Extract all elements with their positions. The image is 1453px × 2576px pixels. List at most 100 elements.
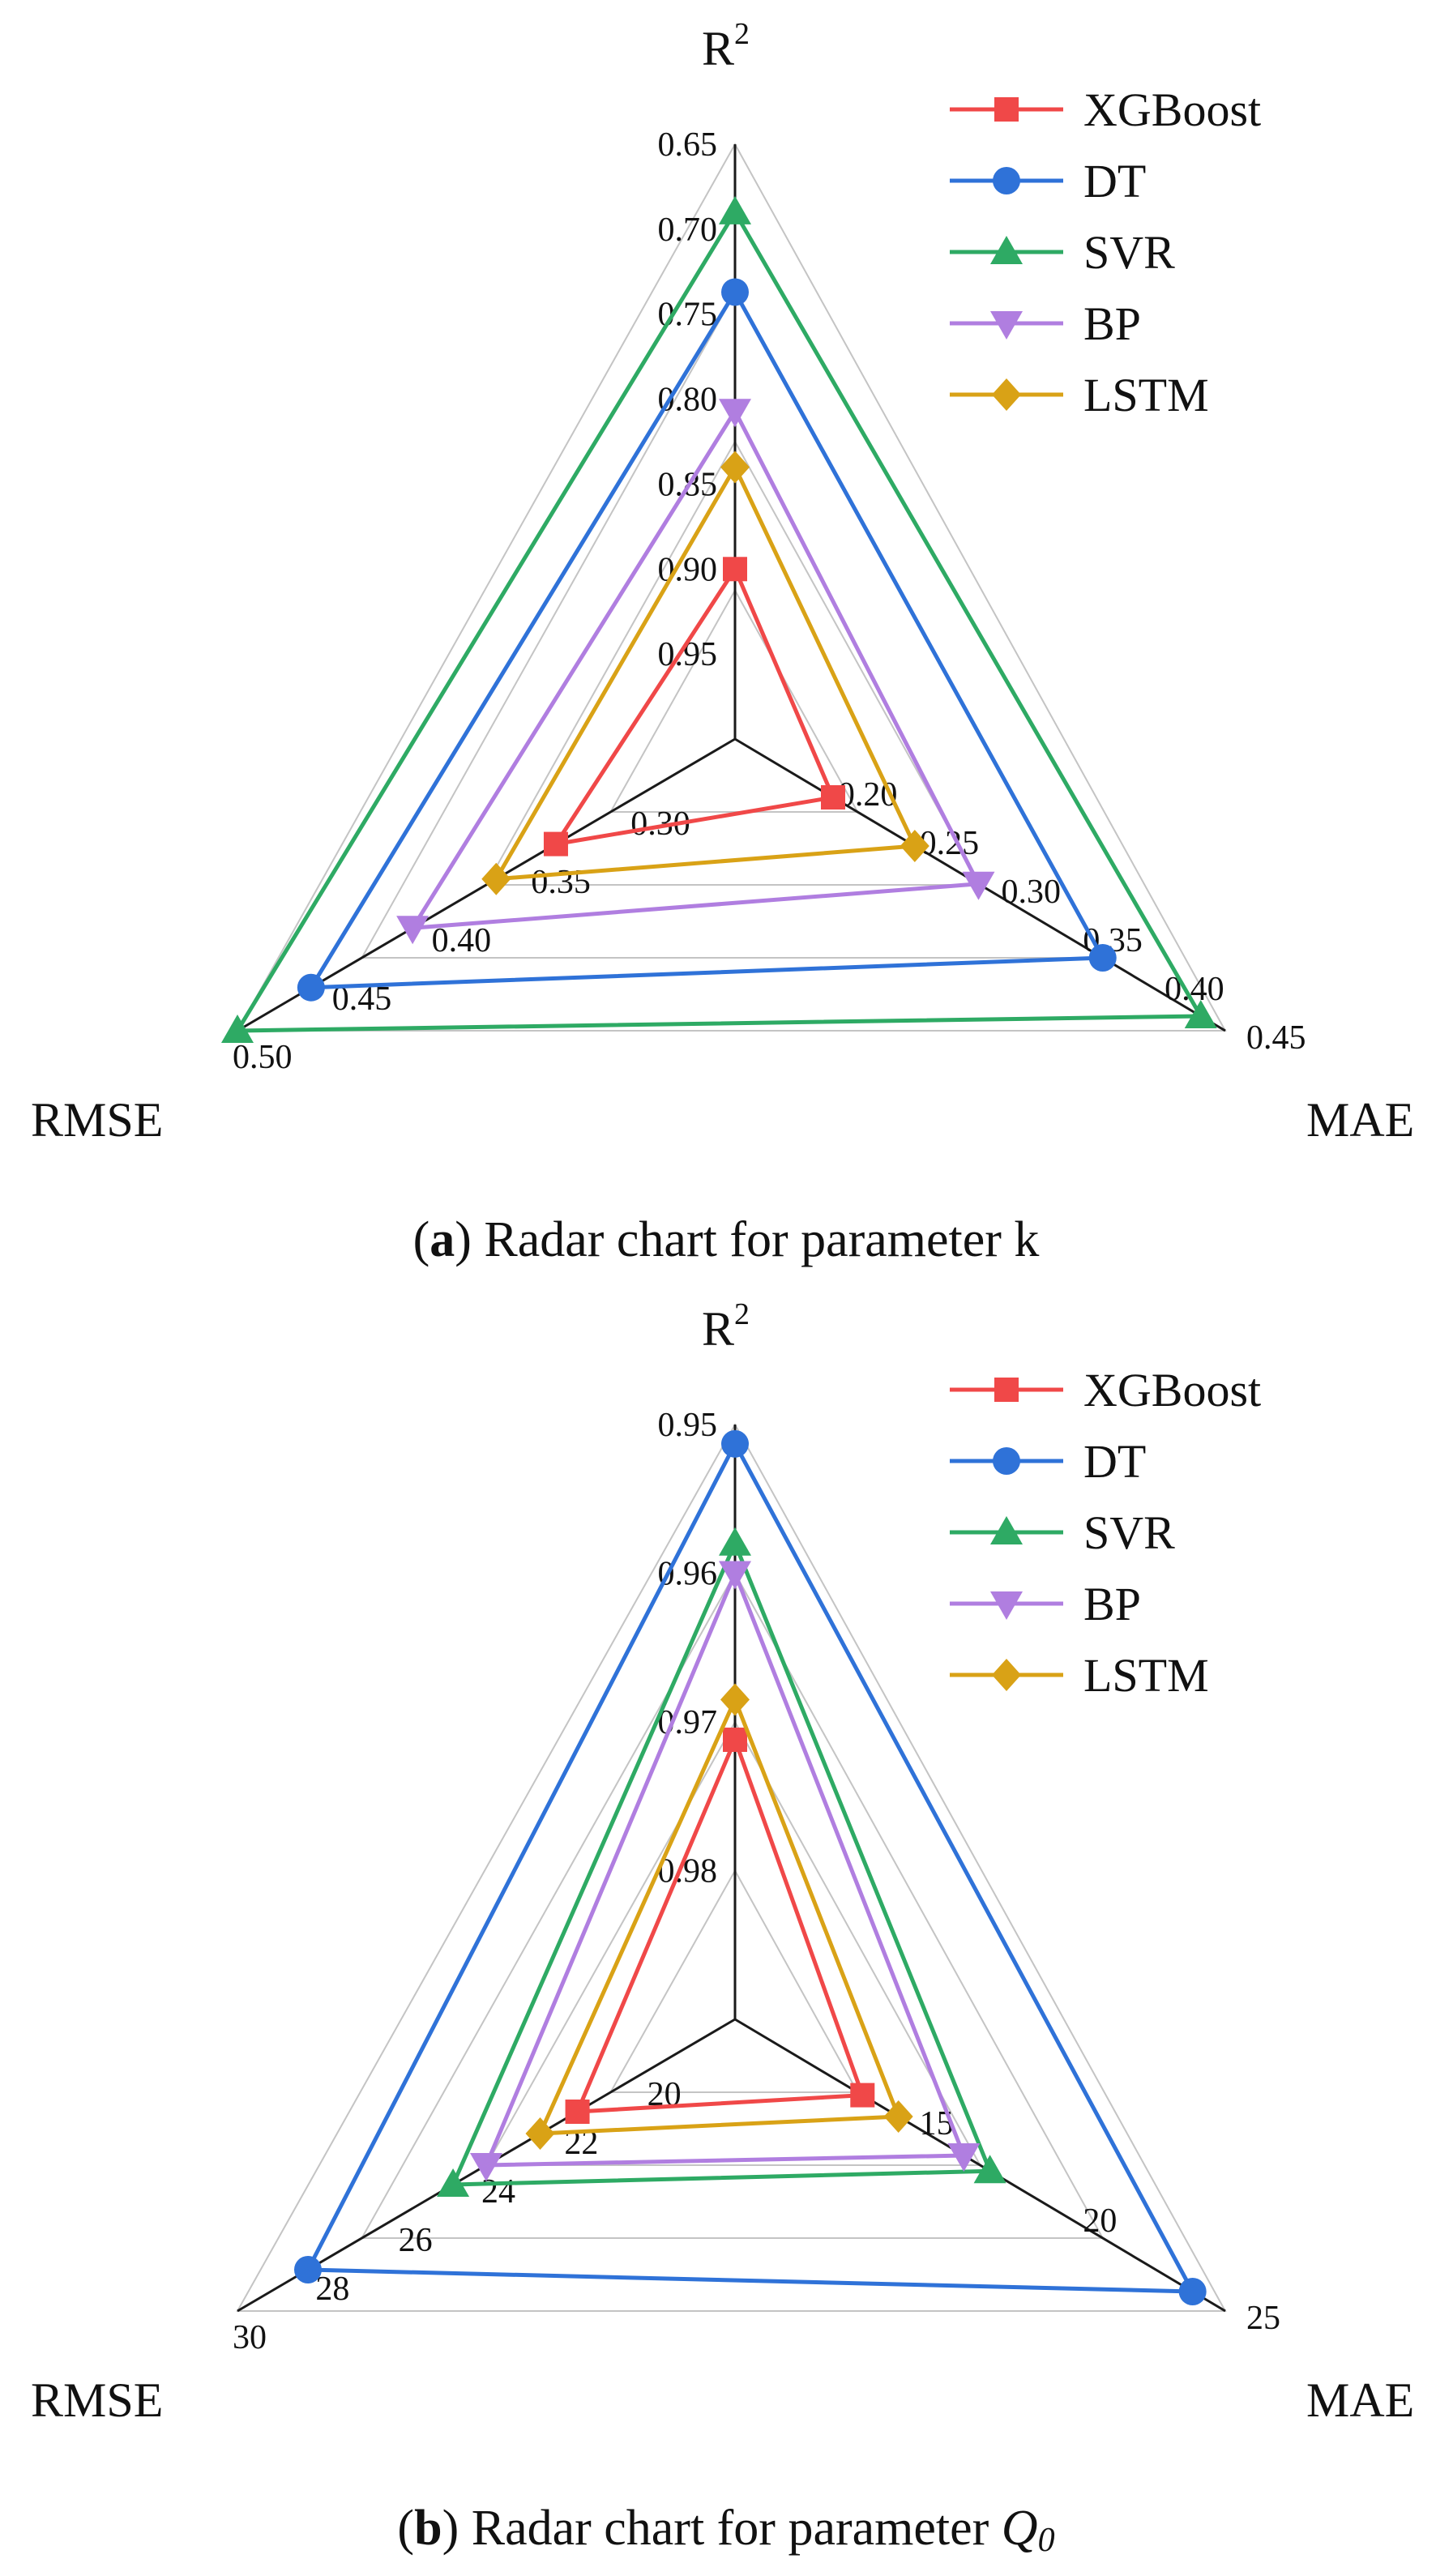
legend-label-lstm: LSTM — [1083, 369, 1209, 421]
point-dt-mae — [1178, 2278, 1207, 2305]
point-lstm-rmse — [525, 2117, 555, 2150]
rmse-tick-label: 26 — [399, 2222, 433, 2259]
series-line-lstm — [494, 464, 917, 882]
grid-ring-1 — [609, 588, 859, 813]
radar-grid — [236, 142, 1227, 1032]
series-line-svr — [451, 1541, 993, 2187]
series-line-svr — [235, 210, 1203, 1033]
series-line-xgboost — [553, 566, 835, 847]
series-line-bp — [484, 1571, 966, 2168]
point-svr-r2 — [719, 1527, 751, 1556]
legend-marker-svr — [990, 236, 1023, 264]
legend-marker-xgboost — [994, 1378, 1019, 1402]
point-lstm-rmse — [481, 862, 511, 895]
point-bp-rmse — [470, 2153, 502, 2181]
caption-symbol: Q — [1002, 2501, 1038, 2556]
legend-marker-lstm — [992, 1659, 1021, 1691]
r2-axis-title: R2 — [702, 1297, 750, 1356]
point-lstm-mae — [883, 2100, 913, 2133]
r2-tick-label: 0.98 — [658, 1853, 718, 1890]
data-series — [293, 1429, 1207, 2305]
mae-tick-label: 25 — [1246, 2300, 1280, 2337]
rmse-tick-label: 0.35 — [531, 864, 591, 901]
legend-label-dt: DT — [1083, 1435, 1146, 1488]
chart-caption: (a) Radar chart for parameter k — [413, 1212, 1040, 1267]
caption-letter: a — [429, 1212, 455, 1267]
point-bp-r2 — [719, 1561, 751, 1590]
point-dt-r2 — [721, 1429, 749, 1458]
point-svr-mae — [1184, 1000, 1217, 1028]
legend-label-lstm: LSTM — [1083, 1649, 1209, 1702]
point-lstm-r2 — [720, 1683, 750, 1716]
caption-letter: b — [414, 2501, 442, 2556]
rmse-tick-label: 28 — [315, 2271, 349, 2308]
caption-text: Radar chart for parameter — [472, 2501, 1002, 2556]
legend-marker-lstm — [992, 378, 1021, 411]
point-bp-mae — [947, 2143, 981, 2172]
mae-axis-title: MAE — [1306, 1093, 1414, 1147]
grid-ring-4 — [236, 1422, 1227, 2312]
legend-marker-bp — [990, 311, 1023, 340]
legend-label-svr: SVR — [1083, 226, 1175, 279]
mae-axis-title: MAE — [1306, 2373, 1414, 2427]
point-bp-r2 — [719, 399, 751, 428]
grid-ring-4 — [236, 142, 1227, 1032]
r2-tick-label: 0.70 — [658, 211, 718, 249]
point-xgboost-r2 — [723, 1728, 747, 1753]
legend-label-dt: DT — [1083, 155, 1146, 207]
data-series — [221, 195, 1217, 1043]
rmse-tick-label: 0.40 — [432, 922, 492, 959]
series-line-dt — [309, 289, 1105, 990]
chart-caption: (b) Radar chart for parameter Q0 — [397, 2501, 1054, 2559]
point-xgboost-rmse — [565, 2100, 590, 2124]
legend-label-xgboost: XGBoost — [1083, 1364, 1261, 1416]
r2-tick-label: 0.80 — [658, 382, 718, 419]
legend-marker-dt — [993, 1447, 1020, 1475]
radar-chart-k: 0.650.700.750.800.850.900.950.200.250.30… — [31, 17, 1414, 1267]
legend-marker-svr — [990, 1516, 1023, 1544]
grid-ring-2 — [485, 439, 982, 886]
legend-marker-dt — [993, 167, 1020, 194]
caption-text: Radar chart for parameter k — [484, 1212, 1039, 1267]
r2-tick-label: 0.95 — [658, 1407, 718, 1444]
point-bp-rmse — [396, 916, 429, 945]
series-line-bp — [410, 408, 981, 930]
point-bp-mae — [962, 871, 995, 900]
mae-axis-line — [734, 2018, 1226, 2313]
point-dt-r2 — [721, 278, 749, 306]
series-line-lstm — [538, 1697, 901, 2136]
legend-marker-bp — [990, 1591, 1023, 1620]
mae-tick-label: 20 — [1083, 2202, 1117, 2240]
point-xgboost-rmse — [543, 831, 568, 857]
rmse-axis-title: RMSE — [31, 2373, 163, 2427]
point-lstm-mae — [900, 830, 929, 862]
mae-tick-label: 0.30 — [1002, 874, 1062, 911]
point-dt-rmse — [293, 2256, 322, 2283]
legend-label-bp: BP — [1083, 297, 1141, 350]
series-line-dt — [306, 1442, 1195, 2294]
point-svr-rmse — [221, 1015, 254, 1043]
r2-tick-label: 0.65 — [658, 126, 718, 164]
grid-ring-1 — [609, 1869, 859, 2093]
legend-label-xgboost: XGBoost — [1083, 83, 1261, 136]
point-lstm-r2 — [720, 451, 750, 484]
legend-label-bp: BP — [1083, 1578, 1141, 1630]
caption-symbol-sub: 0 — [1038, 2522, 1055, 2559]
radar-grid — [236, 1422, 1227, 2312]
legend-marker-xgboost — [994, 97, 1019, 122]
point-xgboost-r2 — [723, 557, 747, 582]
legend-label-svr: SVR — [1083, 1506, 1175, 1559]
mae-tick-label: 0.20 — [838, 776, 898, 814]
rmse-tick-label: 0.50 — [233, 1039, 293, 1076]
point-svr-mae — [973, 2155, 1006, 2184]
point-svr-rmse — [437, 2168, 470, 2197]
series-line-xgboost — [575, 1737, 865, 2114]
point-xgboost-mae — [850, 2083, 875, 2108]
r2-axis-title: R2 — [702, 17, 750, 75]
grid-ring-2 — [485, 1719, 982, 2166]
rmse-tick-label: 30 — [233, 2319, 267, 2356]
point-dt-mae — [1088, 944, 1117, 972]
